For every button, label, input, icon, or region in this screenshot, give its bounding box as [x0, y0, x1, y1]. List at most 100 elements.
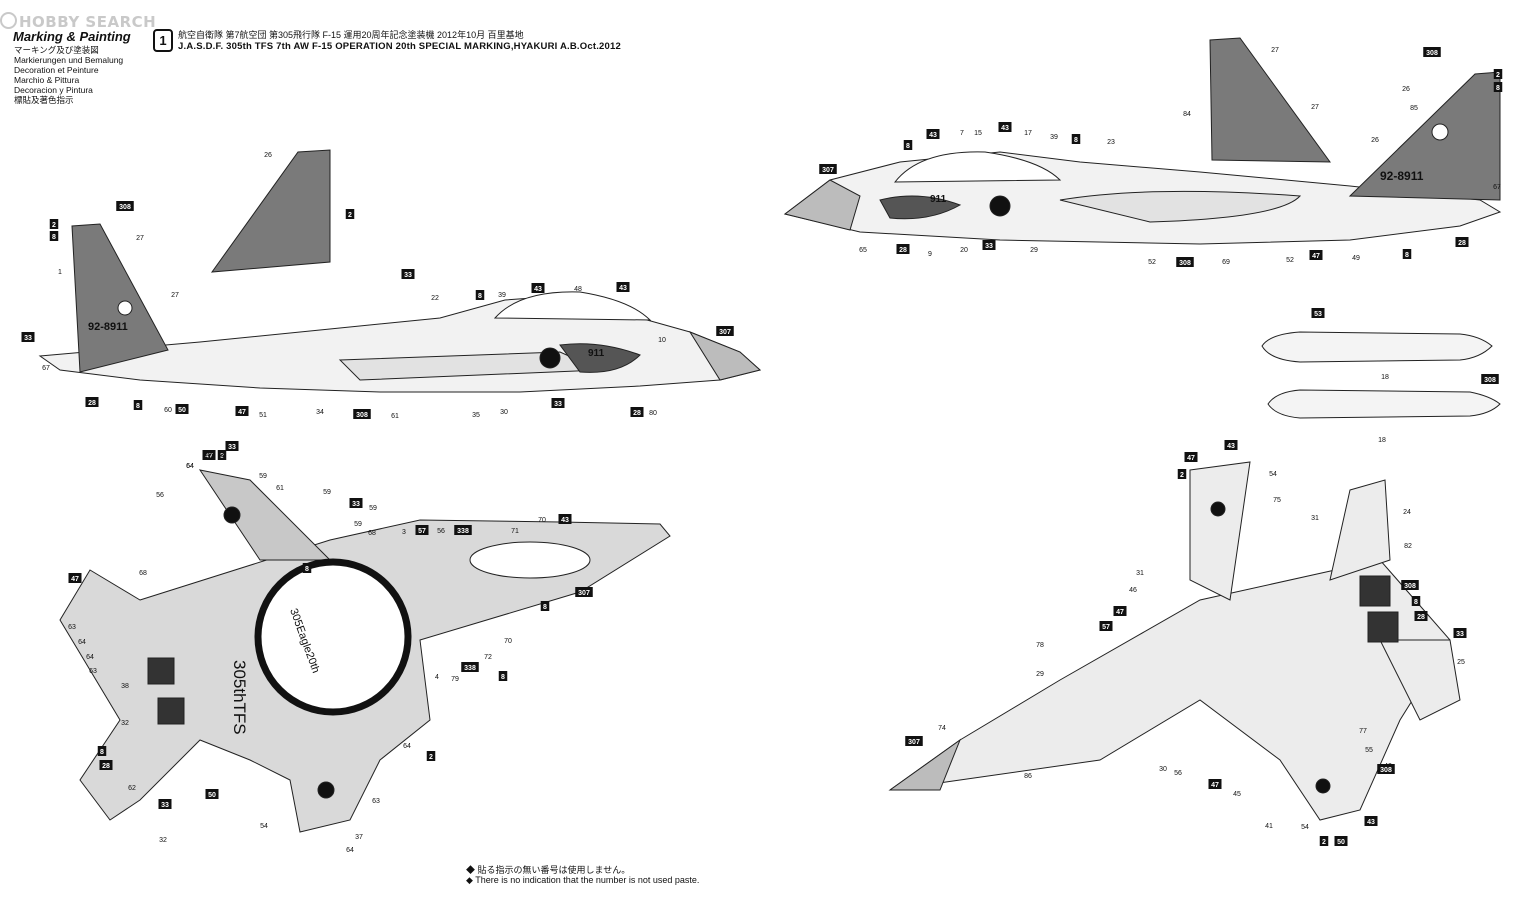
- separate-fin-right: [1209, 37, 1331, 163]
- right-canopy: [893, 151, 1062, 183]
- callout-number: 30: [500, 409, 508, 416]
- callout-box-43: 43: [616, 282, 630, 292]
- callout-number: 9: [928, 251, 932, 258]
- callout-box-bg: [49, 219, 59, 229]
- callout-box-2: 2: [345, 209, 355, 219]
- callout-number: 60: [205, 453, 213, 460]
- callout-box-bg: [1319, 836, 1329, 846]
- callout-box-57: 57: [1099, 621, 1113, 631]
- callout-number: 28: [88, 400, 96, 407]
- callout-box-2: 2: [49, 219, 59, 229]
- callout-box-8: 8: [540, 601, 550, 611]
- callout-box-43: 43: [1364, 816, 1378, 826]
- callout-box-bg: [630, 407, 644, 417]
- callout-box-bg: [903, 140, 913, 150]
- callout-box-308: 308: [116, 201, 134, 211]
- callout-box-28: 28: [1414, 611, 1428, 621]
- callout-number: 8: [543, 604, 547, 611]
- callout-number: 2: [1180, 472, 1184, 479]
- callout-number: 79: [451, 676, 459, 683]
- callout-number: 2: [52, 222, 56, 229]
- callout-number: 34: [316, 409, 324, 416]
- callout-box-bg: [99, 760, 113, 770]
- language-title-es: Decoracion y Pintura: [14, 85, 93, 95]
- callout-number: 51: [259, 412, 267, 419]
- callout-number: 7: [960, 130, 964, 137]
- callout-number: 8: [478, 293, 482, 300]
- callout-number: 70: [538, 517, 546, 524]
- callout-number: 35: [472, 412, 480, 419]
- callout-number: 74: [938, 725, 946, 732]
- callout-number: 23: [1107, 139, 1115, 146]
- callout-box-bg: [401, 269, 415, 279]
- callout-number: 4: [435, 674, 439, 681]
- callout-box-33: 33: [225, 441, 239, 451]
- bottom-view-hinomaru-left: [1210, 501, 1226, 517]
- caption-english: J.A.S.D.F. 305th TFS 7th AW F-15 OPERATI…: [178, 41, 621, 52]
- callout-box-bg: [217, 450, 227, 460]
- callout-number: 86: [1024, 773, 1032, 780]
- callout-box-2: 2: [1493, 69, 1503, 79]
- callout-box-bg: [926, 129, 940, 139]
- callout-number: 308: [1484, 377, 1496, 384]
- callout-number: 29: [1030, 247, 1038, 254]
- callout-number: 55: [1365, 747, 1373, 754]
- callout-box-bg: [1411, 596, 1421, 606]
- callout-number: 18: [1381, 374, 1389, 381]
- callout-number: 307: [822, 167, 834, 174]
- callout-number: 18: [1378, 437, 1386, 444]
- callout-box-338: 338: [454, 525, 472, 535]
- caption-japanese: 航空自衛隊 第7航空団 第305飛行隊 F-15 運用20周年記念塗装機 201…: [178, 30, 524, 40]
- callout-box-bg: [202, 450, 216, 460]
- callout-box-47: 47: [1208, 779, 1222, 789]
- callout-number: 77: [1359, 728, 1367, 735]
- callout-box-8: 8: [1402, 249, 1412, 259]
- callout-box-33: 33: [349, 498, 363, 508]
- callout-box-2: 2: [426, 751, 436, 761]
- bottom-view-right-stabilizer: [1379, 639, 1461, 721]
- callout-box-bg: [1401, 580, 1419, 590]
- callout-number: 75: [1273, 497, 1281, 504]
- callout-box-bg: [205, 789, 219, 799]
- callout-number: 3: [402, 529, 406, 536]
- callout-number: 69: [1222, 259, 1230, 266]
- callout-number: 43: [1227, 443, 1235, 450]
- footnote-japanese: ◆ 貼る指示の無い番号は使用しません。: [466, 865, 631, 875]
- callout-box-28: 28: [630, 407, 644, 417]
- callout-number: 17: [1024, 130, 1032, 137]
- callout-box-307: 307: [716, 326, 734, 336]
- callout-box-2: 2: [1319, 836, 1329, 846]
- callout-number: 38: [121, 683, 129, 690]
- callout-number: 82: [1404, 543, 1412, 550]
- callout-number: 29: [1036, 671, 1044, 678]
- callout-number: 32: [159, 837, 167, 844]
- callout-box-bg: [461, 662, 479, 672]
- callout-number: 72: [484, 654, 492, 661]
- callout-box-bg: [531, 283, 545, 293]
- top-view-hinomaru-left: [223, 506, 241, 524]
- callout-number: 64: [403, 743, 411, 750]
- callout-number: 33: [404, 272, 412, 279]
- callout-number: 45: [1233, 791, 1241, 798]
- callout-box-bg: [1224, 440, 1238, 450]
- callout-number: 47: [1116, 609, 1124, 616]
- callout-number: 26: [1402, 86, 1410, 93]
- footnote-english: ◆ There is no indication that the number…: [466, 875, 700, 885]
- watermark: HOBBY SEARCH: [0, 12, 156, 31]
- step-number-badge: 1: [153, 29, 173, 52]
- left-side-profile: [38, 149, 762, 393]
- callout-box-28: 28: [99, 760, 113, 770]
- callout-box-307: 307: [819, 164, 837, 174]
- callout-number: 85: [1410, 105, 1418, 112]
- callout-number: 50: [208, 792, 216, 799]
- callout-number: 70: [504, 638, 512, 645]
- callout-number: 338: [457, 528, 469, 535]
- callout-box-bg: [1176, 257, 1194, 267]
- callout-number: 57: [418, 528, 426, 535]
- callout-number: 307: [719, 329, 731, 336]
- callout-box-bg: [1377, 764, 1395, 774]
- callout-number: 52: [1286, 257, 1294, 264]
- callout-box-43: 43: [926, 129, 940, 139]
- callout-box-bg: [616, 282, 630, 292]
- callout-box-bg: [982, 240, 996, 250]
